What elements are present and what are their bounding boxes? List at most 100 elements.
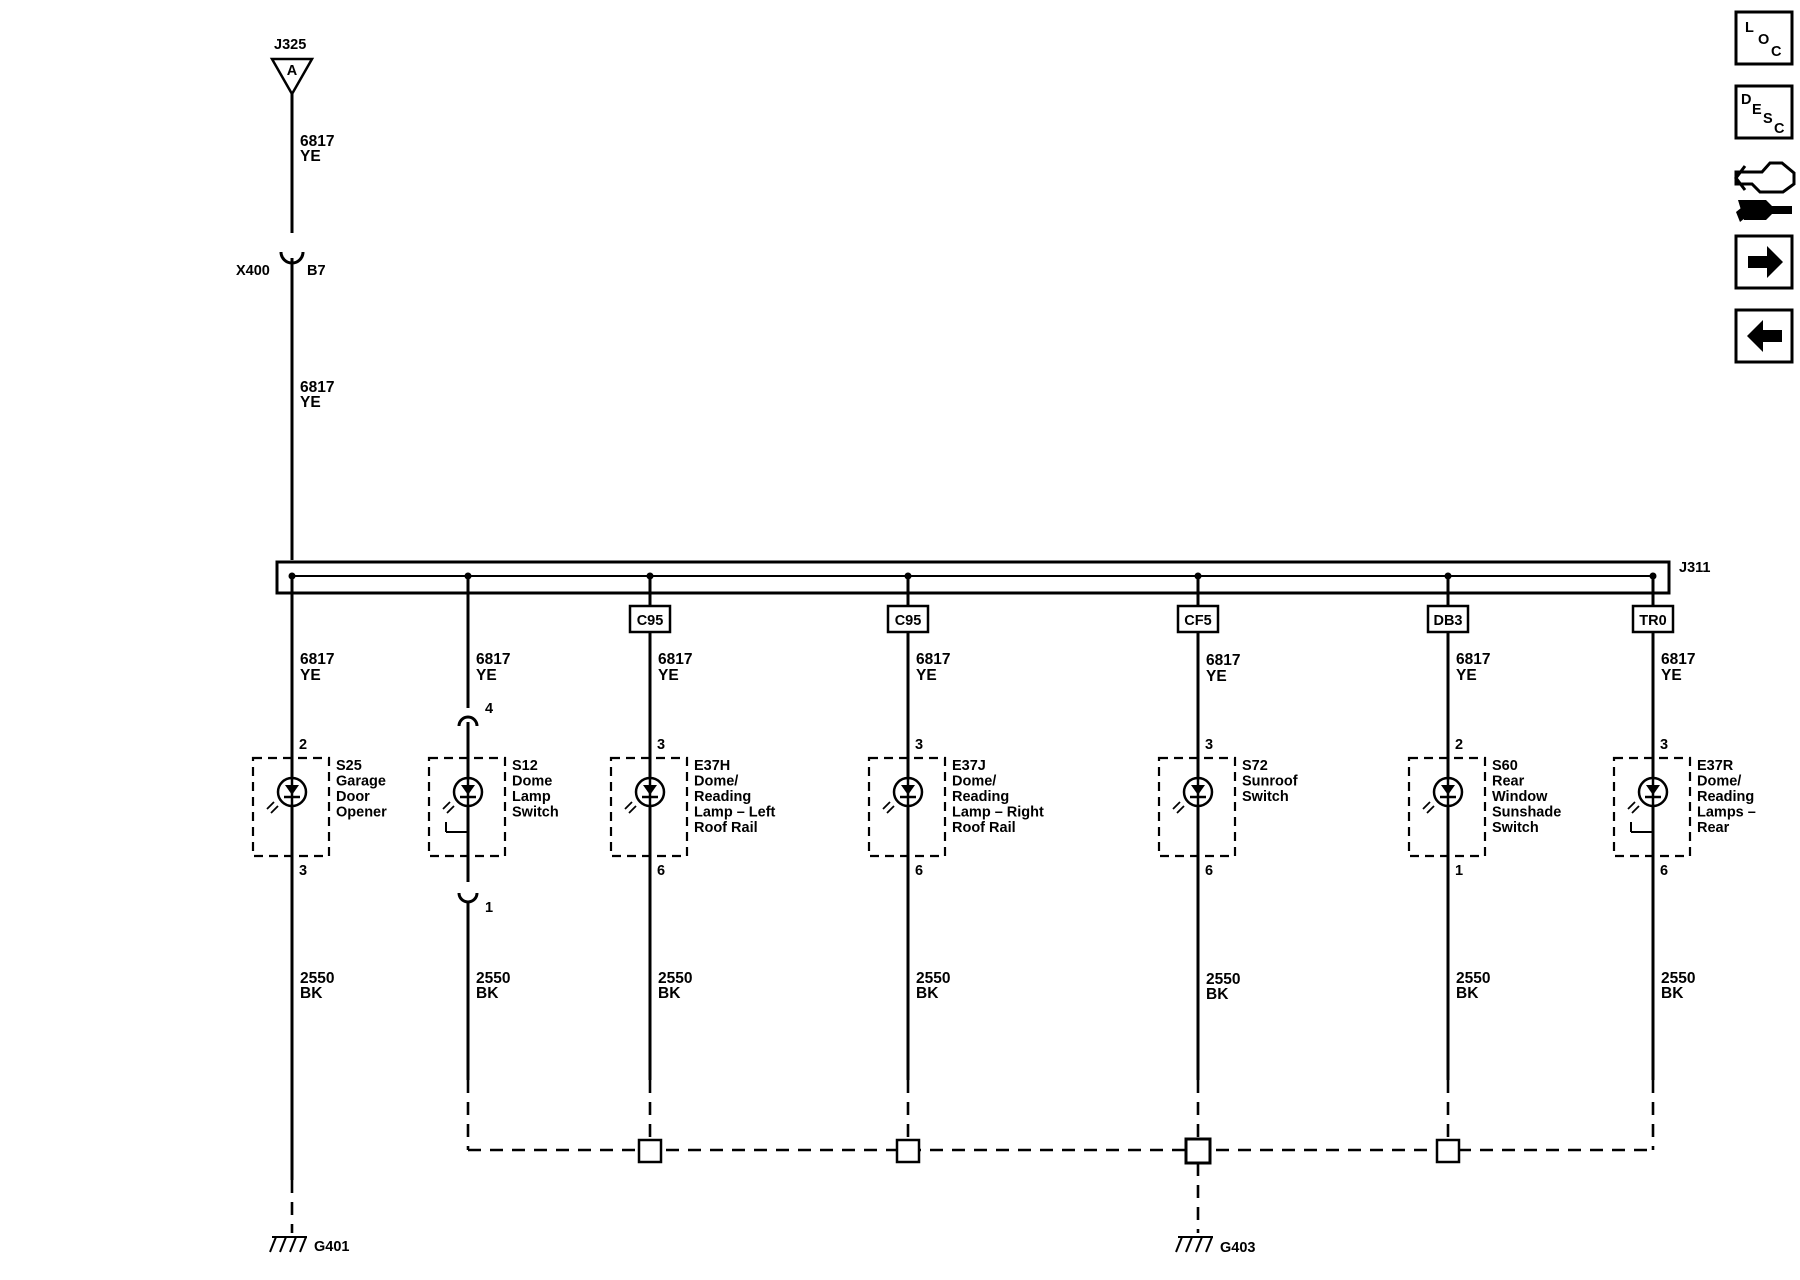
ground-g401: G401 xyxy=(269,1075,349,1255)
component-desc: Dome/ xyxy=(694,774,738,790)
indicator-lamp-icon xyxy=(1172,776,1214,814)
connector-j325-label: J325 xyxy=(274,37,306,53)
branch-circuits: 6817YE2S25GarageDoorOpener32550BK6817YE4… xyxy=(251,572,1756,1140)
pin-out-label: 6 xyxy=(1660,863,1668,879)
ground-splice-s72 xyxy=(1184,1137,1212,1165)
branch-s60: DB36817YE2S60RearWindowSunshadeSwitch125… xyxy=(1407,572,1561,1140)
pin-in-label: 3 xyxy=(915,737,923,753)
component-desc: Roof Rail xyxy=(952,820,1016,836)
pin-out-label: 6 xyxy=(1205,863,1213,879)
component-desc: Dome xyxy=(512,774,552,790)
pin-in-label: 3 xyxy=(657,737,665,753)
ground-g403: G403 xyxy=(1175,1163,1255,1256)
connector-j325-pin: A xyxy=(287,63,298,79)
wire-bottom-num: 2550 xyxy=(300,970,334,987)
option-code-label: C95 xyxy=(895,613,922,629)
component-desc: Dome/ xyxy=(952,774,996,790)
pin-out-label: 1 xyxy=(1455,863,1463,879)
pin-in-label: 4 xyxy=(485,701,493,717)
component-desc: Lamp xyxy=(512,789,551,805)
component-ref: S72 xyxy=(1242,758,1268,774)
wire-bottom-color: BK xyxy=(1661,985,1684,1002)
svg-text:O: O xyxy=(1758,32,1769,48)
wire-top-num: 6817 xyxy=(916,651,950,668)
previous-page-button[interactable] xyxy=(1734,308,1794,364)
wire-feed-upper-color: YE xyxy=(300,148,321,165)
component-desc: Rear xyxy=(1492,774,1525,790)
option-code-box xyxy=(1426,604,1470,634)
svg-text:L: L xyxy=(1745,20,1754,36)
wire-top-color: YE xyxy=(476,667,497,684)
wire-bottom-color: BK xyxy=(1456,985,1479,1002)
svg-text:E: E xyxy=(1752,102,1762,118)
wire-feed-upper-num: 6817 xyxy=(300,133,334,150)
svg-text:D: D xyxy=(1741,92,1751,108)
wire-top-color: YE xyxy=(1456,667,1477,684)
component-desc: Lamp – Left xyxy=(694,805,776,821)
component-desc: Rear xyxy=(1697,820,1730,836)
wire-top-num: 6817 xyxy=(300,651,334,668)
component-desc: Switch xyxy=(1242,789,1289,805)
wire-bottom-num: 2550 xyxy=(476,970,510,987)
component-desc: Roof Rail xyxy=(694,820,758,836)
option-code-label: CF5 xyxy=(1184,613,1211,629)
switch-contact-icon xyxy=(445,822,468,833)
arrow-right-icon xyxy=(1748,246,1783,278)
next-page-button[interactable] xyxy=(1734,234,1794,290)
option-code-box xyxy=(1176,604,1220,634)
component-ref: S25 xyxy=(336,758,362,774)
component-ref: S60 xyxy=(1492,758,1518,774)
option-code-box xyxy=(1631,604,1675,634)
component-desc: Reading xyxy=(952,789,1009,805)
component-desc: Switch xyxy=(1492,820,1539,836)
pin-in-label: 3 xyxy=(1660,737,1668,753)
ground-splice-s60 xyxy=(1435,1138,1461,1164)
component-desc: Switch xyxy=(512,805,559,821)
desc-icon: D E S C xyxy=(1741,92,1785,137)
component-ref: E37R xyxy=(1697,758,1734,774)
wire-bottom-color: BK xyxy=(1206,986,1229,1003)
wire-top-num: 6817 xyxy=(1206,652,1240,669)
connector-j325-triangle xyxy=(269,57,315,97)
component-desc: Reading xyxy=(694,789,751,805)
inline-connector-pin: B7 xyxy=(307,263,326,279)
pin-out-label: 3 xyxy=(299,863,307,879)
wire-feed-lower-color: YE xyxy=(300,394,321,411)
component-ref: S12 xyxy=(512,758,538,774)
wire-bottom-color: BK xyxy=(916,985,939,1002)
wire-bottom-color: BK xyxy=(658,985,681,1002)
component-desc: Door xyxy=(336,789,370,805)
pin-in-label: 2 xyxy=(299,737,307,753)
connector-plug-icon xyxy=(1734,161,1796,222)
component-desc: Lamps – xyxy=(1697,805,1756,821)
ground-splice-e37j xyxy=(895,1138,921,1164)
pin-out-label: 1 xyxy=(485,900,493,916)
connector-view-button[interactable] xyxy=(1734,161,1796,222)
svg-text:C: C xyxy=(1771,44,1782,60)
indicator-lamp-icon xyxy=(1422,776,1464,814)
inline-connector-x400-label: X400 xyxy=(236,263,270,279)
wire-feed-lower-num: 6817 xyxy=(300,379,334,396)
wire-bottom-num: 2550 xyxy=(1206,971,1240,988)
loc-button[interactable]: L O C xyxy=(1734,10,1794,66)
ground-g401-label: G401 xyxy=(314,1239,349,1255)
splice-pack-j311: J311 xyxy=(275,560,1710,595)
wire-top-num: 6817 xyxy=(1456,651,1490,668)
switch-contact-icon xyxy=(1630,822,1653,833)
wire-top-color: YE xyxy=(658,667,679,684)
desc-button[interactable]: D E S C xyxy=(1734,84,1794,140)
component-desc: Sunroof xyxy=(1242,774,1298,790)
indicator-lamp-icon xyxy=(442,776,484,814)
wire-top-color: YE xyxy=(1206,668,1227,685)
component-desc: Opener xyxy=(336,805,387,821)
arrow-left-icon xyxy=(1747,320,1782,352)
wire-bottom-num: 2550 xyxy=(1661,970,1695,987)
wire-bottom-num: 2550 xyxy=(916,970,950,987)
wire-top-num: 6817 xyxy=(1661,651,1695,668)
wire-bottom-num: 2550 xyxy=(658,970,692,987)
